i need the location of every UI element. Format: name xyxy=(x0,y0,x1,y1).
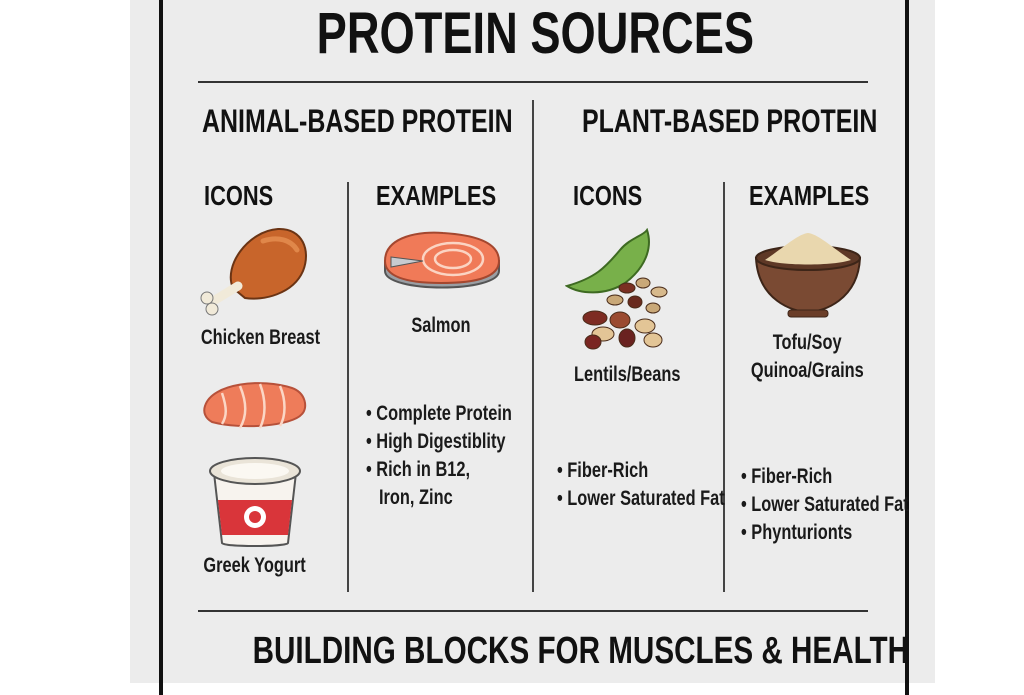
bullet-item: • Phynturionts xyxy=(741,521,853,544)
bullet-item: • Lower Saturated Fat xyxy=(741,493,909,516)
plant-examples-heading: EXAMPLES xyxy=(749,180,870,211)
bullet-item: • Fiber-Rich xyxy=(741,465,833,488)
animal-icons-heading: ICONS xyxy=(204,180,274,211)
bullet-item: Iron, Zinc xyxy=(379,486,453,509)
animal-examples-heading: EXAMPLES xyxy=(376,180,497,211)
plant-column-divider xyxy=(723,182,725,592)
plant-icons-benefits-list: • Fiber-Rich • Lower Saturated Fat xyxy=(557,457,772,513)
animal-heading: ANIMAL-BASED PROTEIN xyxy=(202,103,513,139)
beans-icon xyxy=(565,228,668,350)
chicken-drumstick-icon xyxy=(200,227,307,316)
quinoa-grains-label: Quinoa/Grains xyxy=(750,359,864,382)
animal-column-divider xyxy=(347,182,349,592)
salmon-fillet-icon xyxy=(203,382,307,429)
salmon-label: Salmon xyxy=(411,314,471,337)
lentils-beans-label: Lentils/Beans xyxy=(573,363,681,386)
page-title: PROTEIN SOURCES xyxy=(316,1,754,66)
bullet-item: • Fiber-Rich xyxy=(557,459,649,482)
grain-bowl-icon xyxy=(754,233,862,318)
bullet-item: • Complete Protein xyxy=(366,402,512,425)
bullet-item: • Rich in B12, xyxy=(366,458,471,481)
chicken-breast-label: Chicken Breast xyxy=(200,326,320,349)
footer-tagline: BUILDING BLOCKS FOR MUSCLES & HEALTH xyxy=(252,630,910,672)
plant-icons-heading: ICONS xyxy=(573,180,643,211)
center-divider xyxy=(532,100,534,592)
plant-heading: PLANT-BASED PROTEIN xyxy=(582,103,878,139)
footer-divider xyxy=(198,610,868,612)
salmon-steak-icon xyxy=(383,231,501,289)
plant-examples-benefits-list: • Fiber-Rich • Lower Saturated Fat • Phy… xyxy=(741,463,956,547)
yogurt-cup-icon xyxy=(209,457,301,547)
animal-benefits-list: • Complete Protein • High Digestiblity •… xyxy=(366,400,553,512)
bullet-item: • High Digestiblity xyxy=(366,430,506,453)
tofu-soy-label: Tofu/Soy xyxy=(772,331,842,354)
page-frame xyxy=(159,0,909,695)
bullet-item: • Lower Saturated Fat xyxy=(557,487,725,510)
greek-yogurt-label: Greek Yogurt xyxy=(203,554,307,577)
title-divider xyxy=(198,81,868,83)
